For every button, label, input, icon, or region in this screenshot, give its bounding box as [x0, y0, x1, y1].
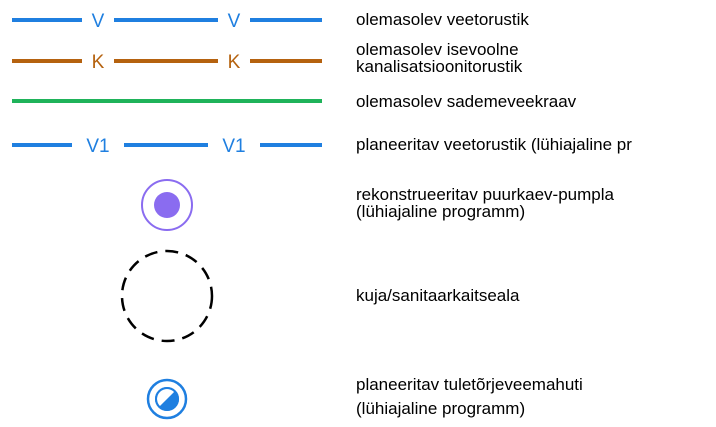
fire-reservoir-icon: [146, 378, 188, 420]
legend-label-line: planeeritav tuletõrjeveemahuti: [356, 375, 583, 394]
protection-zone-dashed-circle-icon: [120, 249, 214, 343]
water-pipe-letter-2: V: [228, 11, 241, 32]
legend-label-sewer-pipe: olemasolev isevoolne kanalisatsioonitoru…: [356, 41, 522, 75]
legend-label-fire-reservoir: planeeritav tuletõrjeveemahuti (lühiajal…: [356, 376, 583, 417]
legend-label-line: (lühiajaline programm): [356, 399, 526, 418]
sewer-pipe-letter-1: K: [92, 52, 105, 73]
legend-label-storm-ditch: olemasolev sademeveekraav: [356, 93, 576, 110]
planned-water-pipe-line-symbol: V1 V1: [12, 136, 322, 157]
legend-label-planned-water-pipe: planeeritav veetorustik (lühiajaline pr: [356, 136, 632, 153]
legend-label-line: planeeritav veetorustik (lühiajaline pr: [356, 135, 632, 154]
legend-label-line: olemasolev veetorustik: [356, 10, 529, 29]
legend-label-protection-zone: kuja/sanitaarkaitseala: [356, 287, 519, 304]
legend-label-pump-station: rekonstrueeritav puurkaev-pumpla (lühiaj…: [356, 186, 614, 220]
sewer-pipe-line-symbol: K K: [12, 52, 322, 73]
legend-label-line: olemasolev isevoolne: [356, 40, 519, 59]
water-pipe-letter-1: V: [92, 11, 105, 32]
storm-ditch-line-symbol: [12, 99, 322, 103]
legend-label-line: (lühiajaline programm): [356, 202, 526, 221]
pump-station-icon: [141, 179, 193, 231]
legend-label-line: kanalisatsioonitorustik: [356, 57, 523, 76]
planned-water-pipe-letter-2: V1: [222, 136, 245, 157]
legend-label-water-pipe: olemasolev veetorustik: [356, 11, 529, 28]
planned-water-pipe-letter-1: V1: [86, 136, 109, 157]
sewer-pipe-letter-2: K: [228, 52, 241, 73]
legend-label-line: rekonstrueeritav puurkaev-pumpla: [356, 185, 614, 204]
water-pipe-line-symbol: V V: [12, 11, 322, 32]
legend-label-line: kuja/sanitaarkaitseala: [356, 286, 520, 305]
legend-label-line: olemasolev sademeveekraav: [356, 92, 577, 111]
